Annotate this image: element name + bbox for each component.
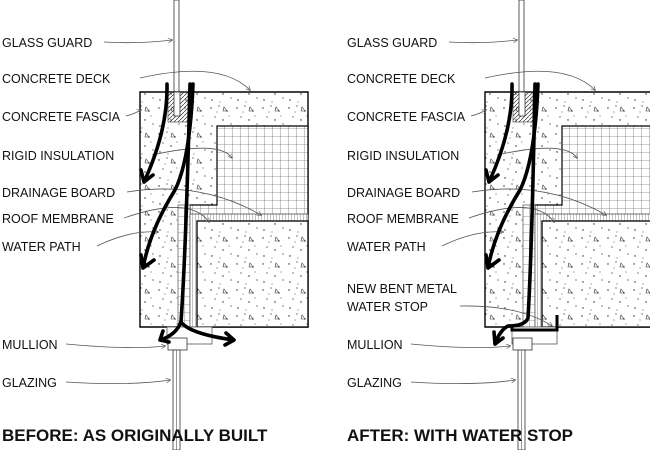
water-path-arrows xyxy=(484,82,540,346)
label-glass-guard: GLASS GUARD xyxy=(347,36,437,50)
label-rigid-insulation: RIGID INSULATION xyxy=(2,149,114,163)
leader-lines xyxy=(410,40,606,384)
label-water-stop-line1: NEW BENT METAL xyxy=(347,282,457,296)
label-roof-membrane: ROOF MEMBRANE xyxy=(2,212,114,226)
after-panel: GLASS GUARD CONCRETE DECK CONCRETE FASCI… xyxy=(347,0,650,450)
label-concrete-deck: CONCRETE DECK xyxy=(347,72,456,86)
label-water-path: WATER PATH xyxy=(347,240,426,254)
section-drawing xyxy=(484,0,650,450)
label-drainage-board: DRAINAGE BOARD xyxy=(347,186,460,200)
label-roof-membrane: ROOF MEMBRANE xyxy=(347,212,459,226)
label-concrete-fascia: CONCRETE FASCIA xyxy=(347,110,466,124)
water-path-arrows xyxy=(139,82,236,347)
label-mullion: MULLION xyxy=(347,338,403,352)
label-drainage-board: DRAINAGE BOARD xyxy=(2,186,115,200)
label-concrete-fascia: CONCRETE FASCIA xyxy=(2,110,121,124)
label-concrete-deck: CONCRETE DECK xyxy=(2,72,111,86)
label-rigid-insulation: RIGID INSULATION xyxy=(347,149,459,163)
panel-title-before: BEFORE: AS ORIGINALLY BUILT xyxy=(2,426,268,445)
before-panel: GLASS GUARD CONCRETE DECK CONCRETE FASCI… xyxy=(2,0,309,450)
label-mullion: MULLION xyxy=(2,338,58,352)
label-glass-guard: GLASS GUARD xyxy=(2,36,92,50)
label-glazing: GLAZING xyxy=(2,376,57,390)
label-glazing: GLAZING xyxy=(347,376,402,390)
label-water-stop-line2: WATER STOP xyxy=(347,300,428,314)
section-drawing xyxy=(139,0,309,450)
panel-title-after: AFTER: WITH WATER STOP xyxy=(347,426,573,445)
leader-lines xyxy=(65,40,261,384)
label-water-path: WATER PATH xyxy=(2,240,81,254)
